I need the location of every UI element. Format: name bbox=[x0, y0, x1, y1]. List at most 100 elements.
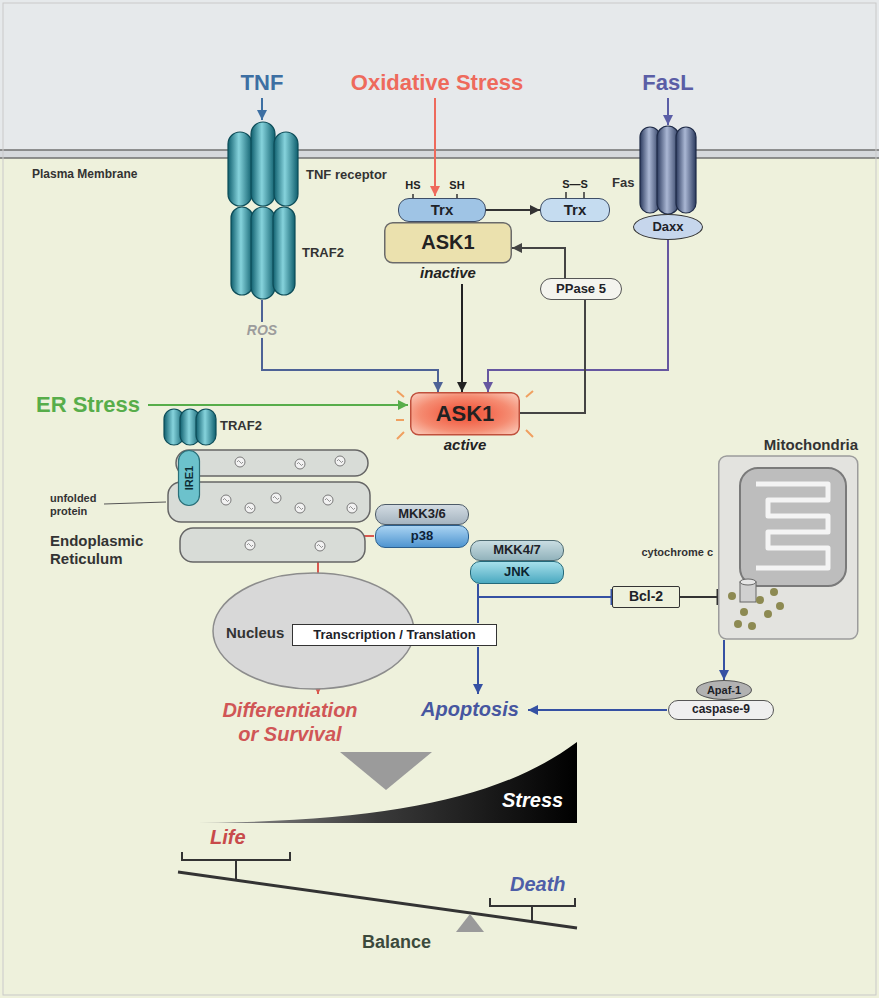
signal-arrow bbox=[261, 98, 263, 120]
membrane-line bbox=[0, 149, 879, 151]
node-label: Nucleus bbox=[226, 624, 284, 641]
organelle: Endoplasmic ReticulumIRE1 bbox=[40, 446, 372, 570]
receptor: IRE1 bbox=[178, 450, 200, 506]
kinase-pill: p38 bbox=[375, 525, 469, 548]
outcome-label: Apoptosis bbox=[421, 698, 519, 721]
kinase-pill: JNK bbox=[470, 561, 564, 584]
signal-connector bbox=[512, 248, 565, 278]
signal-connector bbox=[520, 300, 585, 413]
adaptor-protein: TRAF2 bbox=[160, 408, 270, 446]
unfolded-protein bbox=[335, 456, 345, 466]
unfolded-protein bbox=[245, 540, 255, 550]
pathway-arrow bbox=[528, 709, 667, 711]
unfolded-protein bbox=[337, 460, 343, 463]
receptor: Fas bbox=[612, 126, 700, 214]
signal-connector bbox=[262, 300, 438, 392]
node-label: Bcl-2 bbox=[629, 589, 663, 604]
unfolded-protein bbox=[317, 545, 323, 548]
phosphatase-pill: PPase 5 bbox=[540, 278, 622, 300]
protein-oval: Apaf-1 bbox=[696, 680, 752, 700]
node-label: MKK3/6 bbox=[398, 507, 446, 521]
unfolded-protein bbox=[223, 499, 229, 502]
node-label: TNF receptor bbox=[306, 168, 387, 183]
node-label: Mitochondria bbox=[764, 436, 858, 453]
unfolded-protein bbox=[347, 503, 357, 513]
node-label: IRE1 bbox=[184, 466, 195, 490]
kinase-box bbox=[385, 223, 512, 263]
node-label: ASK1 bbox=[410, 392, 520, 435]
leader-line bbox=[104, 502, 166, 504]
unfolded-protein bbox=[325, 499, 331, 502]
kinase-node: ASK1active bbox=[410, 392, 520, 454]
signal-connector bbox=[461, 284, 463, 392]
stimulus-label: FasL bbox=[642, 70, 693, 95]
protein-subunit bbox=[273, 207, 295, 295]
node-label: ASK1 bbox=[384, 222, 512, 263]
unfolded-protein bbox=[349, 507, 355, 510]
outcome-label: Differentiation or Survival bbox=[210, 698, 370, 746]
membrane-line bbox=[0, 157, 879, 159]
unfolded-protein bbox=[295, 459, 305, 469]
organelle: Mitochondria bbox=[718, 436, 860, 640]
signal-connector bbox=[723, 640, 725, 680]
pathway-line bbox=[477, 597, 479, 623]
protein-subunit bbox=[251, 122, 275, 206]
activation-rays bbox=[396, 391, 533, 439]
node-label: caspase-9 bbox=[692, 703, 750, 716]
edge-label: ROS bbox=[244, 322, 280, 338]
kinase-pill: MKK3/6 bbox=[375, 504, 469, 525]
node-label: MKK4/7 bbox=[493, 543, 541, 557]
node-outline bbox=[718, 436, 860, 640]
node-label: Transcription / Translation bbox=[313, 628, 476, 642]
balance-label: Life bbox=[210, 826, 246, 849]
cytochrome-c-dot bbox=[734, 620, 742, 628]
signal-connector bbox=[488, 240, 668, 392]
kinase-node: ASK1inactive bbox=[384, 222, 512, 284]
membrane-pore bbox=[740, 579, 756, 585]
inhibition-connector bbox=[680, 596, 718, 598]
unfolded-protein bbox=[271, 493, 281, 503]
region-label: Plasma Membrane bbox=[32, 168, 137, 182]
stimulus-label: TNF bbox=[241, 70, 284, 95]
unfolded-protein bbox=[295, 503, 305, 513]
receptor-shape bbox=[179, 451, 200, 506]
receptor: TNF receptor bbox=[226, 122, 396, 206]
er-cisterna bbox=[180, 528, 365, 562]
protein-subunit bbox=[196, 409, 216, 445]
node-label: TRAF2 bbox=[220, 419, 262, 434]
unfolded-protein bbox=[221, 495, 231, 505]
node-label: p38 bbox=[411, 529, 433, 543]
callout-label: cytochrome c bbox=[636, 546, 713, 559]
node-label: TRAF2 bbox=[302, 246, 344, 261]
protein-box: caspase-9 bbox=[668, 700, 774, 720]
er-cisterna bbox=[176, 450, 368, 476]
node-label: Apaf-1 bbox=[707, 684, 741, 696]
node-label: Trx bbox=[431, 202, 454, 219]
callout-label: unfolded protein bbox=[50, 492, 116, 517]
plasma-membrane bbox=[0, 150, 879, 158]
thiol-label: SH bbox=[449, 179, 464, 192]
balance-pan bbox=[490, 898, 575, 921]
inhibition-connector bbox=[478, 584, 612, 597]
protein-subunit bbox=[676, 127, 696, 213]
kinase-pill: MKK4/7 bbox=[470, 540, 564, 561]
axis-label: Stress bbox=[502, 789, 563, 812]
stimulus-label: Oxidative Stress bbox=[351, 70, 523, 95]
mitochondrion-body bbox=[740, 468, 846, 586]
unfolded-protein bbox=[245, 503, 255, 513]
process-box: Transcription / Translation bbox=[292, 624, 497, 646]
node-label: Daxx bbox=[652, 220, 683, 234]
protein-subunit bbox=[251, 207, 275, 299]
cristae bbox=[756, 484, 828, 568]
fulcrum bbox=[456, 914, 484, 932]
node-outline bbox=[226, 122, 396, 206]
node-label: JNK bbox=[504, 565, 530, 579]
unfolded-protein bbox=[235, 457, 245, 467]
unfolded-protein bbox=[237, 461, 243, 464]
signal-arrow bbox=[667, 98, 669, 125]
protein-box: Trx bbox=[398, 198, 486, 222]
